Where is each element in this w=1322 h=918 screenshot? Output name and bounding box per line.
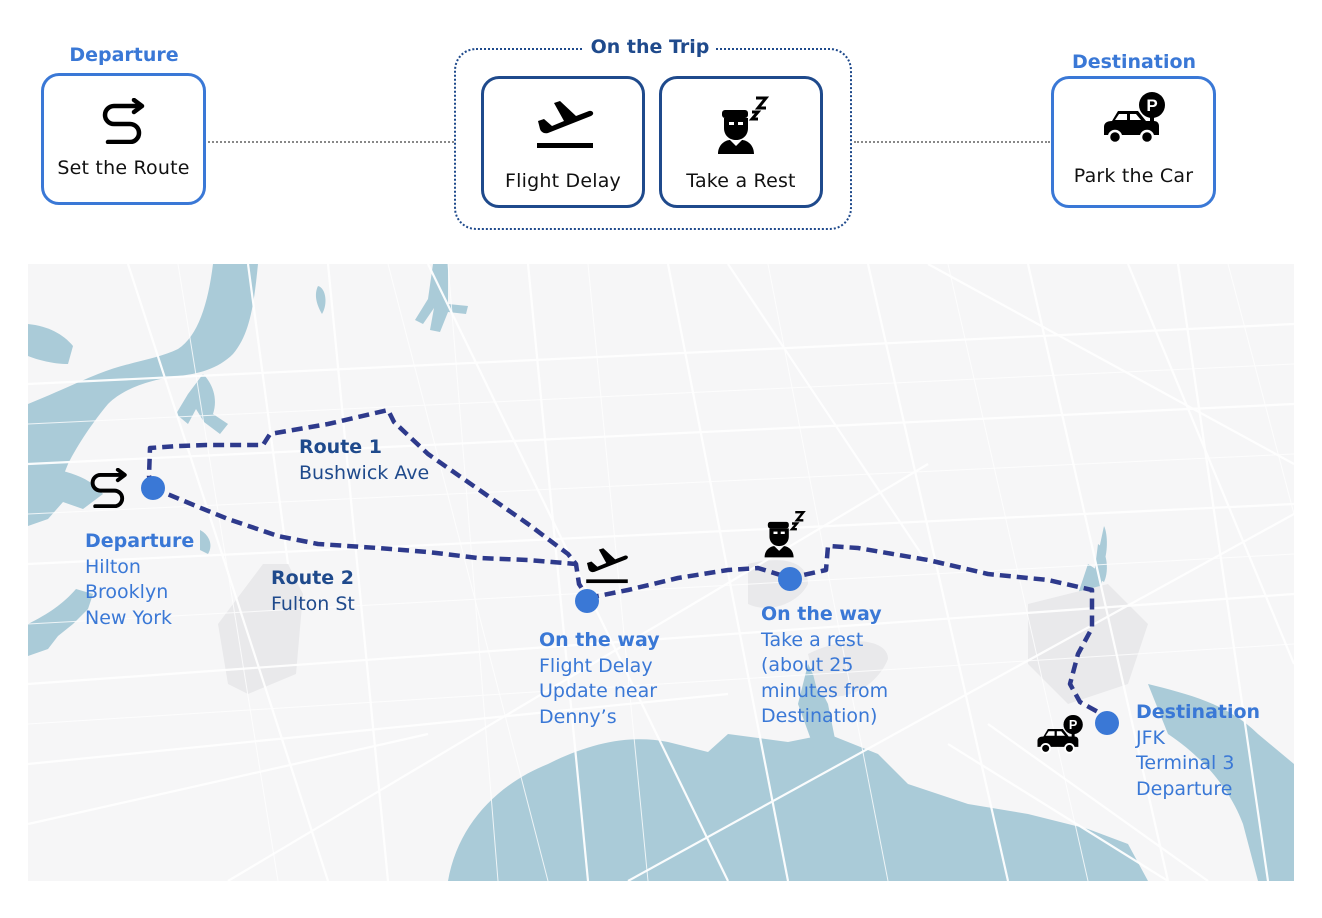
route-1-name: Route 1 [299, 436, 383, 458]
park-the-car-label: Park the Car [1073, 165, 1194, 187]
route-lines [146, 407, 1110, 722]
stop-title: On the way [761, 603, 882, 625]
route-map[interactable]: P Route 1 Bushwick Ave Route 2 Fulton St… [28, 264, 1294, 881]
set-the-route-card[interactable]: Set the Route [41, 73, 206, 205]
set-the-route-label: Set the Route [57, 157, 190, 179]
route-2-label: Route 2 Fulton St [271, 566, 355, 617]
flight-departure-icon [537, 101, 594, 148]
flight-delay-pin[interactable] [575, 589, 599, 613]
svg-text:P: P [1069, 718, 1077, 732]
shared-route-line [587, 543, 1110, 722]
map-base [28, 264, 1294, 881]
rest-stop-label: On the way Take a rest (about 25 minutes… [761, 602, 888, 730]
car-parking-icon: P [1037, 714, 1083, 754]
flight-delay-label: Flight Delay [505, 170, 621, 192]
departure-pin[interactable] [141, 476, 165, 500]
stop-line: Departure [1136, 777, 1233, 800]
route-2-line [152, 485, 577, 567]
park-the-car-card[interactable]: P Park the Car [1051, 76, 1216, 208]
route-icon [90, 468, 127, 508]
stop-line: Take a rest [761, 628, 864, 651]
route-1-label: Route 1 Bushwick Ave [299, 435, 429, 486]
stop-line: minutes from [761, 679, 889, 702]
stop-line: Update near [539, 680, 658, 702]
rest-stop-pin[interactable] [778, 567, 802, 591]
svg-text:P: P [1146, 96, 1157, 115]
route-icon [102, 98, 145, 144]
departure-stop-label: Departure Hilton Brooklyn New York [85, 529, 194, 631]
flight-departure-icon [586, 548, 628, 584]
streets [28, 264, 1294, 881]
stop-title: On the way [539, 629, 660, 651]
sleeping-driver-icon [718, 96, 770, 154]
flight-delay-card[interactable]: Flight Delay [481, 76, 645, 208]
stop-line: Hilton [85, 555, 141, 578]
connector-left [208, 141, 454, 143]
stop-line: Terminal 3 [1136, 752, 1235, 774]
stop-title: Departure [85, 530, 195, 552]
stop-line: Denny’s [539, 705, 617, 728]
route-1-line [146, 407, 590, 600]
stop-line: (about 25 [761, 654, 854, 676]
take-a-rest-label: Take a Rest [686, 170, 796, 192]
stop-line: New York [85, 606, 173, 629]
stop-line: JFK [1136, 726, 1165, 749]
sleeping-driver-icon [764, 511, 806, 558]
route-2-street: Fulton St [271, 592, 355, 615]
car-parking-icon: P [1104, 92, 1165, 145]
water-bodies [28, 264, 1294, 881]
stop-line: Brooklyn [85, 581, 169, 603]
connector-right [854, 141, 1050, 143]
take-a-rest-card[interactable]: Take a Rest [659, 76, 823, 208]
flight-delay-stop-label: On the way Flight Delay Update near Denn… [539, 628, 660, 730]
route-1-street: Bushwick Ave [299, 461, 430, 484]
destination-pin[interactable] [1095, 711, 1119, 735]
parks [218, 560, 1148, 704]
stop-title: Destination [1136, 701, 1261, 723]
stop-line: Destination) [761, 705, 878, 727]
stop-line: Flight Delay [539, 654, 653, 677]
route-2-name: Route 2 [271, 567, 355, 589]
destination-stop-label: Destination JFK Terminal 3 Departure [1136, 700, 1260, 802]
departure-section-title: Departure [69, 44, 179, 66]
on-the-trip-title: On the Trip [584, 36, 716, 58]
destination-section-title: Destination [1071, 51, 1197, 73]
